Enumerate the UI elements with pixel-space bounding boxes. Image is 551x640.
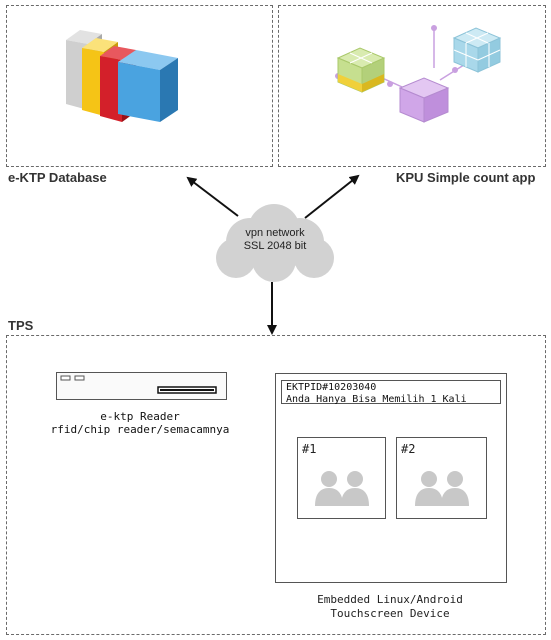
tps-panel — [6, 335, 546, 635]
device-caption-line-1: Embedded Linux/Android — [317, 593, 463, 606]
candidate-number: #2 — [401, 442, 416, 456]
ektp-database-caption: e-KTP Database — [8, 170, 107, 185]
candidate-number: #1 — [302, 442, 317, 456]
reader-line-2: rfid/chip reader/semacamnya — [50, 423, 230, 436]
candidate-card[interactable]: #2 — [396, 437, 487, 519]
candidate-card[interactable]: #1 — [297, 437, 386, 519]
device-caption-line-2: Touchscreen Device — [330, 607, 450, 620]
voter-id-text: EKTPID#10203040 — [286, 382, 377, 393]
tps-caption: TPS — [8, 318, 34, 333]
reader-label: e-ktp Reader rfid/chip reader/semacamnya — [40, 410, 240, 436]
reader-line-1: e-ktp Reader — [100, 410, 180, 423]
connected-cubes-icon — [335, 25, 502, 123]
voter-info-box: EKTPID#10203040 Anda Hanya Bisa Memilih … — [281, 380, 501, 405]
kpu-app-panel — [278, 5, 546, 167]
people-icon — [315, 471, 369, 506]
ektp-database-panel — [6, 5, 273, 167]
voter-notice-text: Anda Hanya Bisa Memilih 1 Kali — [286, 394, 467, 405]
network-line-1: vpn network — [245, 227, 305, 239]
cloud-icon — [216, 204, 334, 282]
kpu-app-caption: KPU Simple count app — [396, 170, 536, 185]
device-caption: Embedded Linux/Android Touchscreen Devic… — [270, 593, 510, 621]
card-reader-icon — [56, 372, 227, 400]
network-line-2: SSL 2048 bit — [243, 240, 307, 252]
people-icon — [415, 471, 469, 506]
touchscreen-device: EKTPID#10203040 Anda Hanya Bisa Memilih … — [275, 373, 507, 583]
database-blocks-icon — [66, 30, 178, 122]
network-label: vpn network SSL 2048 bit — [222, 227, 328, 253]
